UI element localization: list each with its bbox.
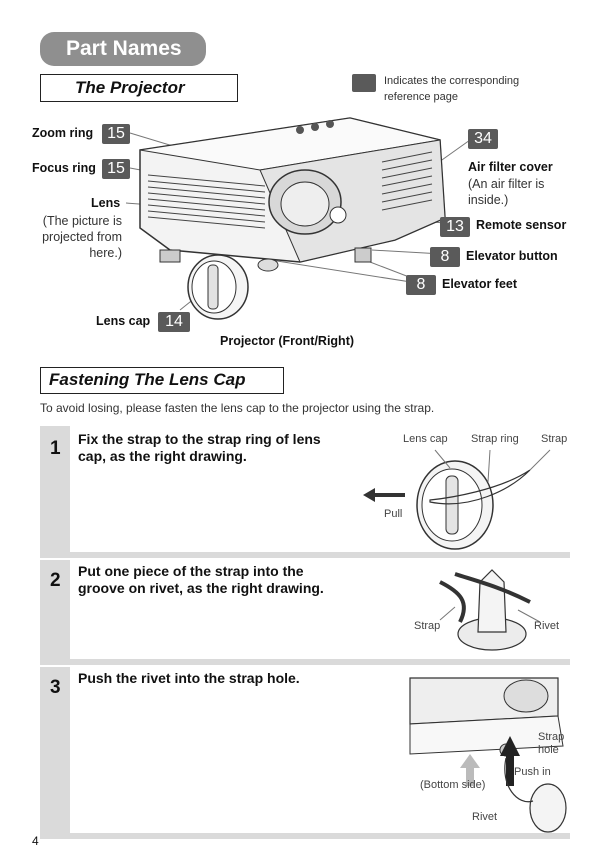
step-3-rivet-callout: Rivet <box>472 811 498 823</box>
lens-cap-label: Lens cap <box>96 314 151 328</box>
step-2-number: 2 <box>50 570 61 591</box>
zoom-ring-page-badge: 15 <box>102 124 130 144</box>
lens-cap-page-badge: 14 <box>158 312 190 332</box>
step-1-drawing <box>363 449 551 550</box>
step-1: 1 Fix the strap to the strap ring of len… <box>40 426 570 558</box>
book-icon <box>352 74 376 92</box>
focus-ring-page-badge: 15 <box>102 159 130 179</box>
step-2-rivet-callout: Rivet <box>534 620 560 632</box>
step-3-push-in-callout: Push in <box>514 766 551 778</box>
elevator-feet-page-badge: 8 <box>406 275 436 295</box>
step-1-line2: cap, as the right drawing. <box>78 448 247 464</box>
step-2-line2: groove on rivet, as the right drawing. <box>78 580 324 596</box>
section-heading-projector: The Projector <box>40 74 238 102</box>
step-2-drawing <box>439 569 541 651</box>
step-3-drawing <box>409 677 567 833</box>
air-filter-note-2: inside.) <box>468 193 509 207</box>
lens-note-1: (The picture is <box>42 214 122 228</box>
page-number: 4 <box>32 834 39 848</box>
step-2-strap-callout: Strap <box>414 620 441 632</box>
elevator-button-page-badge: 8 <box>430 247 460 267</box>
remote-sensor-label: Remote sensor <box>476 218 567 232</box>
step-1-number: 1 <box>50 438 61 459</box>
focus-ring-label: Focus ring <box>32 161 96 175</box>
elevator-feet-label: Elevator feet <box>442 277 518 291</box>
projector-drawing <box>125 117 471 320</box>
step-3-number: 3 <box>50 677 61 698</box>
air-filter-note-1: (An air filter is <box>468 177 545 191</box>
air-filter-label: Air filter cover <box>468 160 553 174</box>
lens-note-3: here.) <box>89 246 122 260</box>
air-filter-page-badge: 34 <box>468 129 498 149</box>
step-1-strap-callout: Strap <box>541 433 568 445</box>
section-heading-lens-cap: Fastening The Lens Cap <box>40 367 284 394</box>
step-1-line1: Fix the strap to the strap ring of lens <box>78 431 321 447</box>
page-title: Part Names <box>40 32 206 66</box>
step-3-strap-hole-callout-1: Strap <box>538 731 565 743</box>
figure-caption: Projector (Front/Right) <box>220 334 355 348</box>
step-1-strap-ring-callout: Strap ring <box>471 433 519 445</box>
step-1-pull-callout: Pull <box>384 508 403 520</box>
zoom-ring-label: Zoom ring <box>32 126 94 140</box>
elevator-button-label: Elevator button <box>466 249 558 263</box>
remote-sensor-page-badge: 13 <box>440 217 470 237</box>
step-3-line1: Push the rivet into the strap hole. <box>78 670 300 686</box>
step-1-lens-cap-callout: Lens cap <box>403 433 448 445</box>
lens-label: Lens <box>91 196 121 210</box>
legend-line1: Indicates the corresponding <box>384 75 520 87</box>
lens-note-2: projected from <box>42 230 122 244</box>
step-3-bottom-side-callout: (Bottom side) <box>420 779 486 791</box>
step-2-line1: Put one piece of the strap into the <box>78 563 304 579</box>
step-3-strap-hole-callout-2: hole <box>538 744 559 756</box>
intro-text: To avoid losing, please fasten the lens … <box>40 401 435 415</box>
legend-line2: reference page <box>384 91 458 103</box>
